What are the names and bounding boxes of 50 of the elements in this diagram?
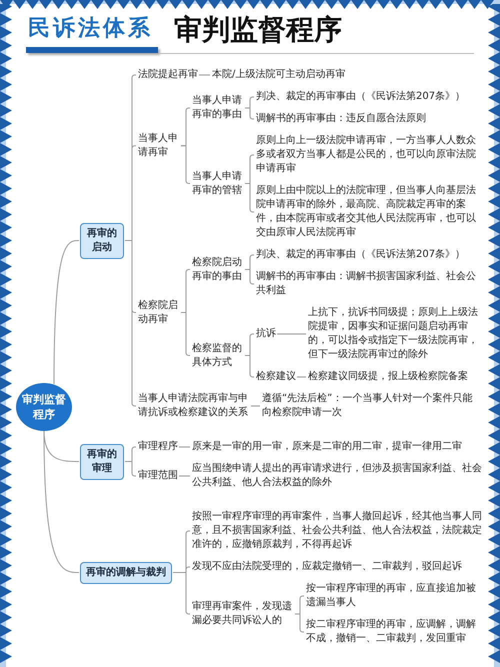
branch-text: 法院提起再审	[138, 68, 198, 82]
topic-box: 再审的审理	[80, 444, 124, 480]
branch-text: 发现不应由法院受理的，应裁定撤销一、二审裁判，驳回起诉	[192, 560, 462, 574]
branch-text: 按一审程序审理的再审，应直接追加被遗漏当事人	[306, 582, 482, 610]
connector-line	[244, 269, 254, 284]
connector-line	[180, 312, 190, 356]
connector-line	[172, 572, 190, 614]
branch-text: 应当围绕申请人提出的再审请求进行，但涉及损害国家利益、社会公共利益、他人合法权益的除外	[192, 462, 482, 490]
branch-text: 检察建议	[256, 370, 296, 384]
connector-line	[124, 240, 136, 406]
branch-text: 当事人申请再审的管辖	[192, 170, 244, 198]
branch-text: 当事人申请再审的事由	[192, 94, 244, 122]
branch-text: 按照一审程序审理的再审案件，当事人撤回起诉，经其他当事人同意，且不损害国家利益、社会公共利益、他人合法权益，法院裁定准许的，应撤销原裁判，不得再起诉	[192, 510, 482, 552]
branch-text: 判决、裁定的再审事由（《民诉法第207条》）	[256, 248, 466, 262]
branch-text: 上抗下，抗诉书同级提；原则上上级法院提审，因事实和证据问题启动再审的，可以指令或指定下一级法院再审，但下一级法院再审过的除外	[308, 306, 482, 362]
section-heading: 民诉法体系	[28, 15, 153, 43]
connector-line	[244, 183, 254, 212]
branch-text: 审理程序	[138, 440, 178, 454]
connector-line	[124, 461, 136, 476]
connector-line	[244, 108, 254, 120]
connector-line	[178, 446, 190, 448]
branch-text: 检察建议同级提，报上级检察院备案	[308, 370, 468, 384]
connector-line	[296, 376, 306, 378]
branch-text: 调解书的再审事由：调解书损害国家利益、社会公共利益	[256, 270, 482, 298]
branch-text: 按二审程序审理的再审，应调解，调解不成，撤销一、二审裁判，发回重审	[306, 618, 482, 646]
branch-text: 检察院启动再审	[138, 298, 180, 326]
branch-text: 审理再审案件，发现遗漏必要共同诉讼人的	[192, 600, 294, 628]
branch-text: 本院/上级法院可主动启动再审	[212, 68, 346, 82]
connector-line	[180, 145, 190, 184]
branch-text: 遵循“先法后检”：一个当事人针对一个案件只能向检察院申请一次	[262, 392, 482, 420]
branch-text: 审理范围	[138, 469, 178, 483]
branch-text: 原来是一审的用一审，原来是二审的用二审，提审一律用二审	[192, 440, 462, 454]
branch-text: 调解书的再审事由：违反自愿合法原则	[256, 112, 426, 126]
topic-box: 再审的调解与裁判	[80, 562, 172, 584]
connector-line	[294, 614, 304, 632]
branch-text: 当事人申请法院再审与申请抗诉或检察建议的关系	[138, 392, 250, 420]
branch-text: 原则上向上一级法院申请再审，一方当事人人数众多或者双方当事人都是公民的，也可以向原审法院申请再审	[256, 134, 482, 176]
branch-curve	[54, 240, 80, 385]
connector-line	[198, 74, 210, 76]
branch-curve	[44, 430, 80, 573]
central-topic-ellipse: 审判监督程序	[16, 382, 72, 430]
branch-text: 检察监督的具体方式	[192, 342, 244, 370]
branch-text: 判决、裁定的再审事由（《民诉法第207条》）	[256, 90, 466, 104]
branch-text: 当事人申请再审	[138, 132, 180, 160]
branch-text: 检察院启动再审的事由	[192, 256, 244, 284]
topic-box: 再审的启动	[80, 222, 124, 258]
branch-text: 原则上由中院以上的法院审理，但当事人向基层法院申请再审的除外，最高院、高院裁定再审的案件，由本院再审或者交其他人民法院再审，也可以交由原审人民法院再审	[256, 184, 482, 240]
branch-text: 抗诉	[256, 327, 276, 341]
connector-line	[244, 355, 254, 378]
page-title: 审判监督程序	[174, 13, 342, 47]
